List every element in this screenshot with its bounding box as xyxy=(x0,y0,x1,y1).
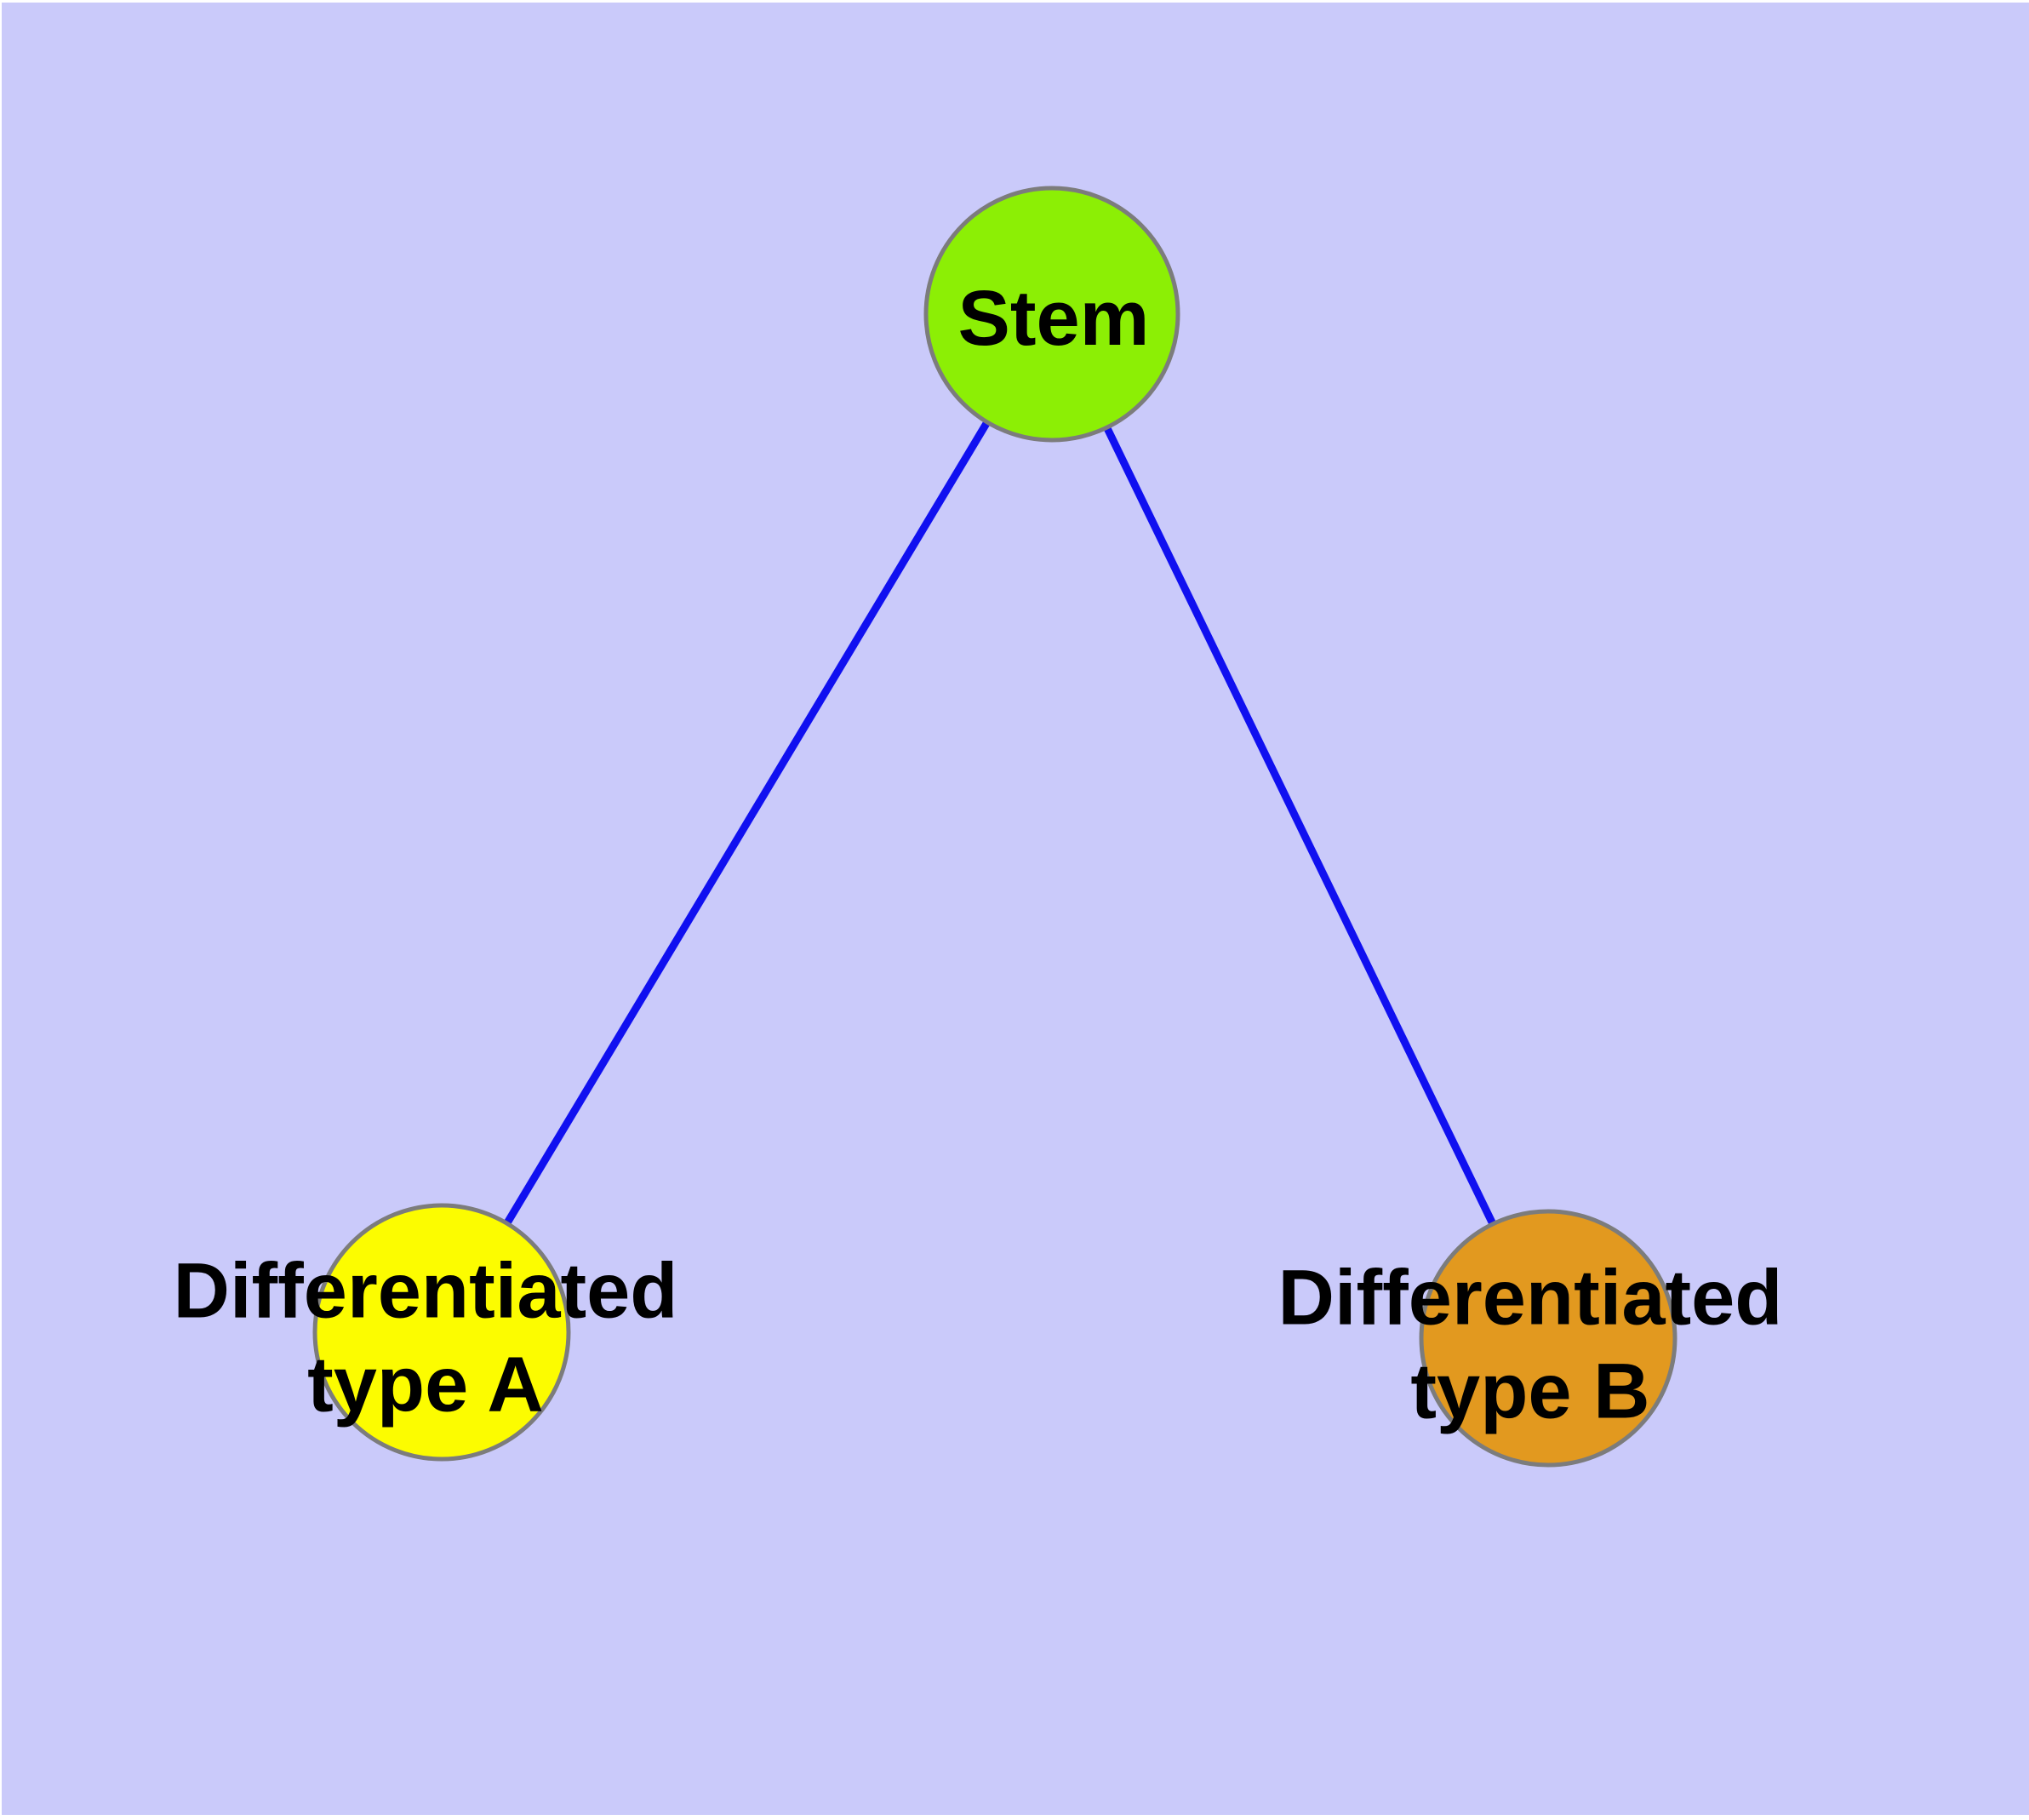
type-b-node xyxy=(1419,1209,1677,1468)
type-a-node xyxy=(312,1203,571,1462)
edge-stem-to-type-a xyxy=(438,312,1055,1335)
stem-node xyxy=(923,186,1180,443)
edge-stem-to-type-b xyxy=(1048,312,1552,1340)
